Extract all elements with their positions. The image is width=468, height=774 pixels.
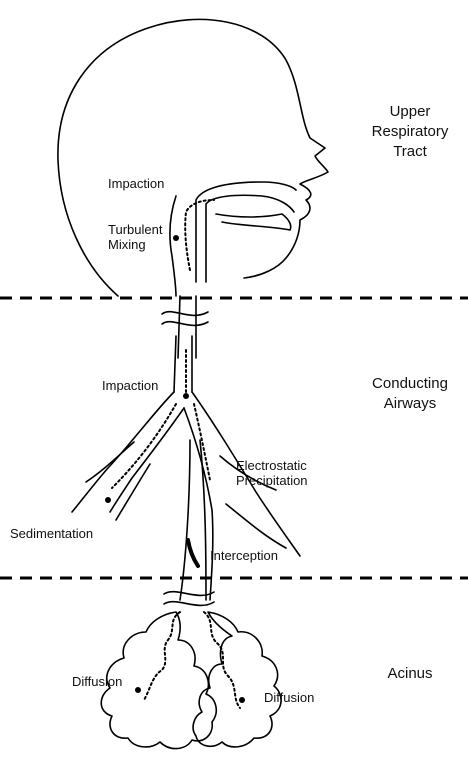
region-label-upper-respiratory-tract: Upper Respiratory Tract xyxy=(370,102,450,162)
label-line: Precipitation xyxy=(236,473,308,488)
region-label-acinus: Acinus xyxy=(370,664,450,684)
deposit-diffusion-right xyxy=(239,697,245,703)
label-line: Electrostatic xyxy=(236,458,308,473)
trajectory-upper xyxy=(185,200,214,270)
label-turbulent-mixing: Turbulent Mixing xyxy=(108,222,162,252)
deposit-impaction xyxy=(183,393,189,399)
nasal-passage xyxy=(196,182,296,282)
label-electrostatic-precipitation: Electrostatic Precipitation xyxy=(236,458,308,488)
deposit-sedimentation xyxy=(105,497,111,503)
break-upper-2 xyxy=(162,322,208,326)
tongue xyxy=(216,214,291,230)
region-label-conducting-airways: Conducting Airways xyxy=(370,374,450,414)
acinus-right-lobe xyxy=(193,612,281,747)
break-lower-2 xyxy=(164,602,214,606)
label-diffusion-right: Diffusion xyxy=(264,690,314,705)
pharynx-left-wall xyxy=(170,196,176,296)
trajectory-left xyxy=(112,404,176,488)
deposit-diffusion-left xyxy=(135,687,141,693)
label-diffusion-left: Diffusion xyxy=(72,674,122,689)
region-label-line: Airways xyxy=(370,394,450,414)
break-upper-1 xyxy=(162,312,208,316)
oral-passage xyxy=(206,195,294,282)
airway-to-acinus-left xyxy=(180,440,190,600)
left-branch-2 xyxy=(116,464,150,520)
left-branch-1 xyxy=(86,442,134,482)
region-label-line: Upper xyxy=(370,102,450,122)
label-sedimentation: Sedimentation xyxy=(10,526,93,541)
region-label-line: Conducting xyxy=(370,374,450,394)
label-impaction-conducting: Impaction xyxy=(102,378,158,393)
trachea-left-upper xyxy=(178,296,180,358)
label-impaction-upper: Impaction xyxy=(108,176,164,191)
deposit-interception xyxy=(188,540,198,566)
right-branch-2 xyxy=(226,504,286,548)
airway-to-acinus-right xyxy=(200,440,206,600)
label-interception: Interception xyxy=(210,548,278,563)
label-line: Turbulent xyxy=(108,222,162,237)
label-line: Mixing xyxy=(108,237,162,252)
deposit-turbulent xyxy=(173,235,179,241)
trachea-left xyxy=(174,336,176,392)
region-label-line: Tract xyxy=(370,142,450,162)
region-label-line: Respiratory xyxy=(370,122,450,142)
head-outline xyxy=(58,19,328,296)
